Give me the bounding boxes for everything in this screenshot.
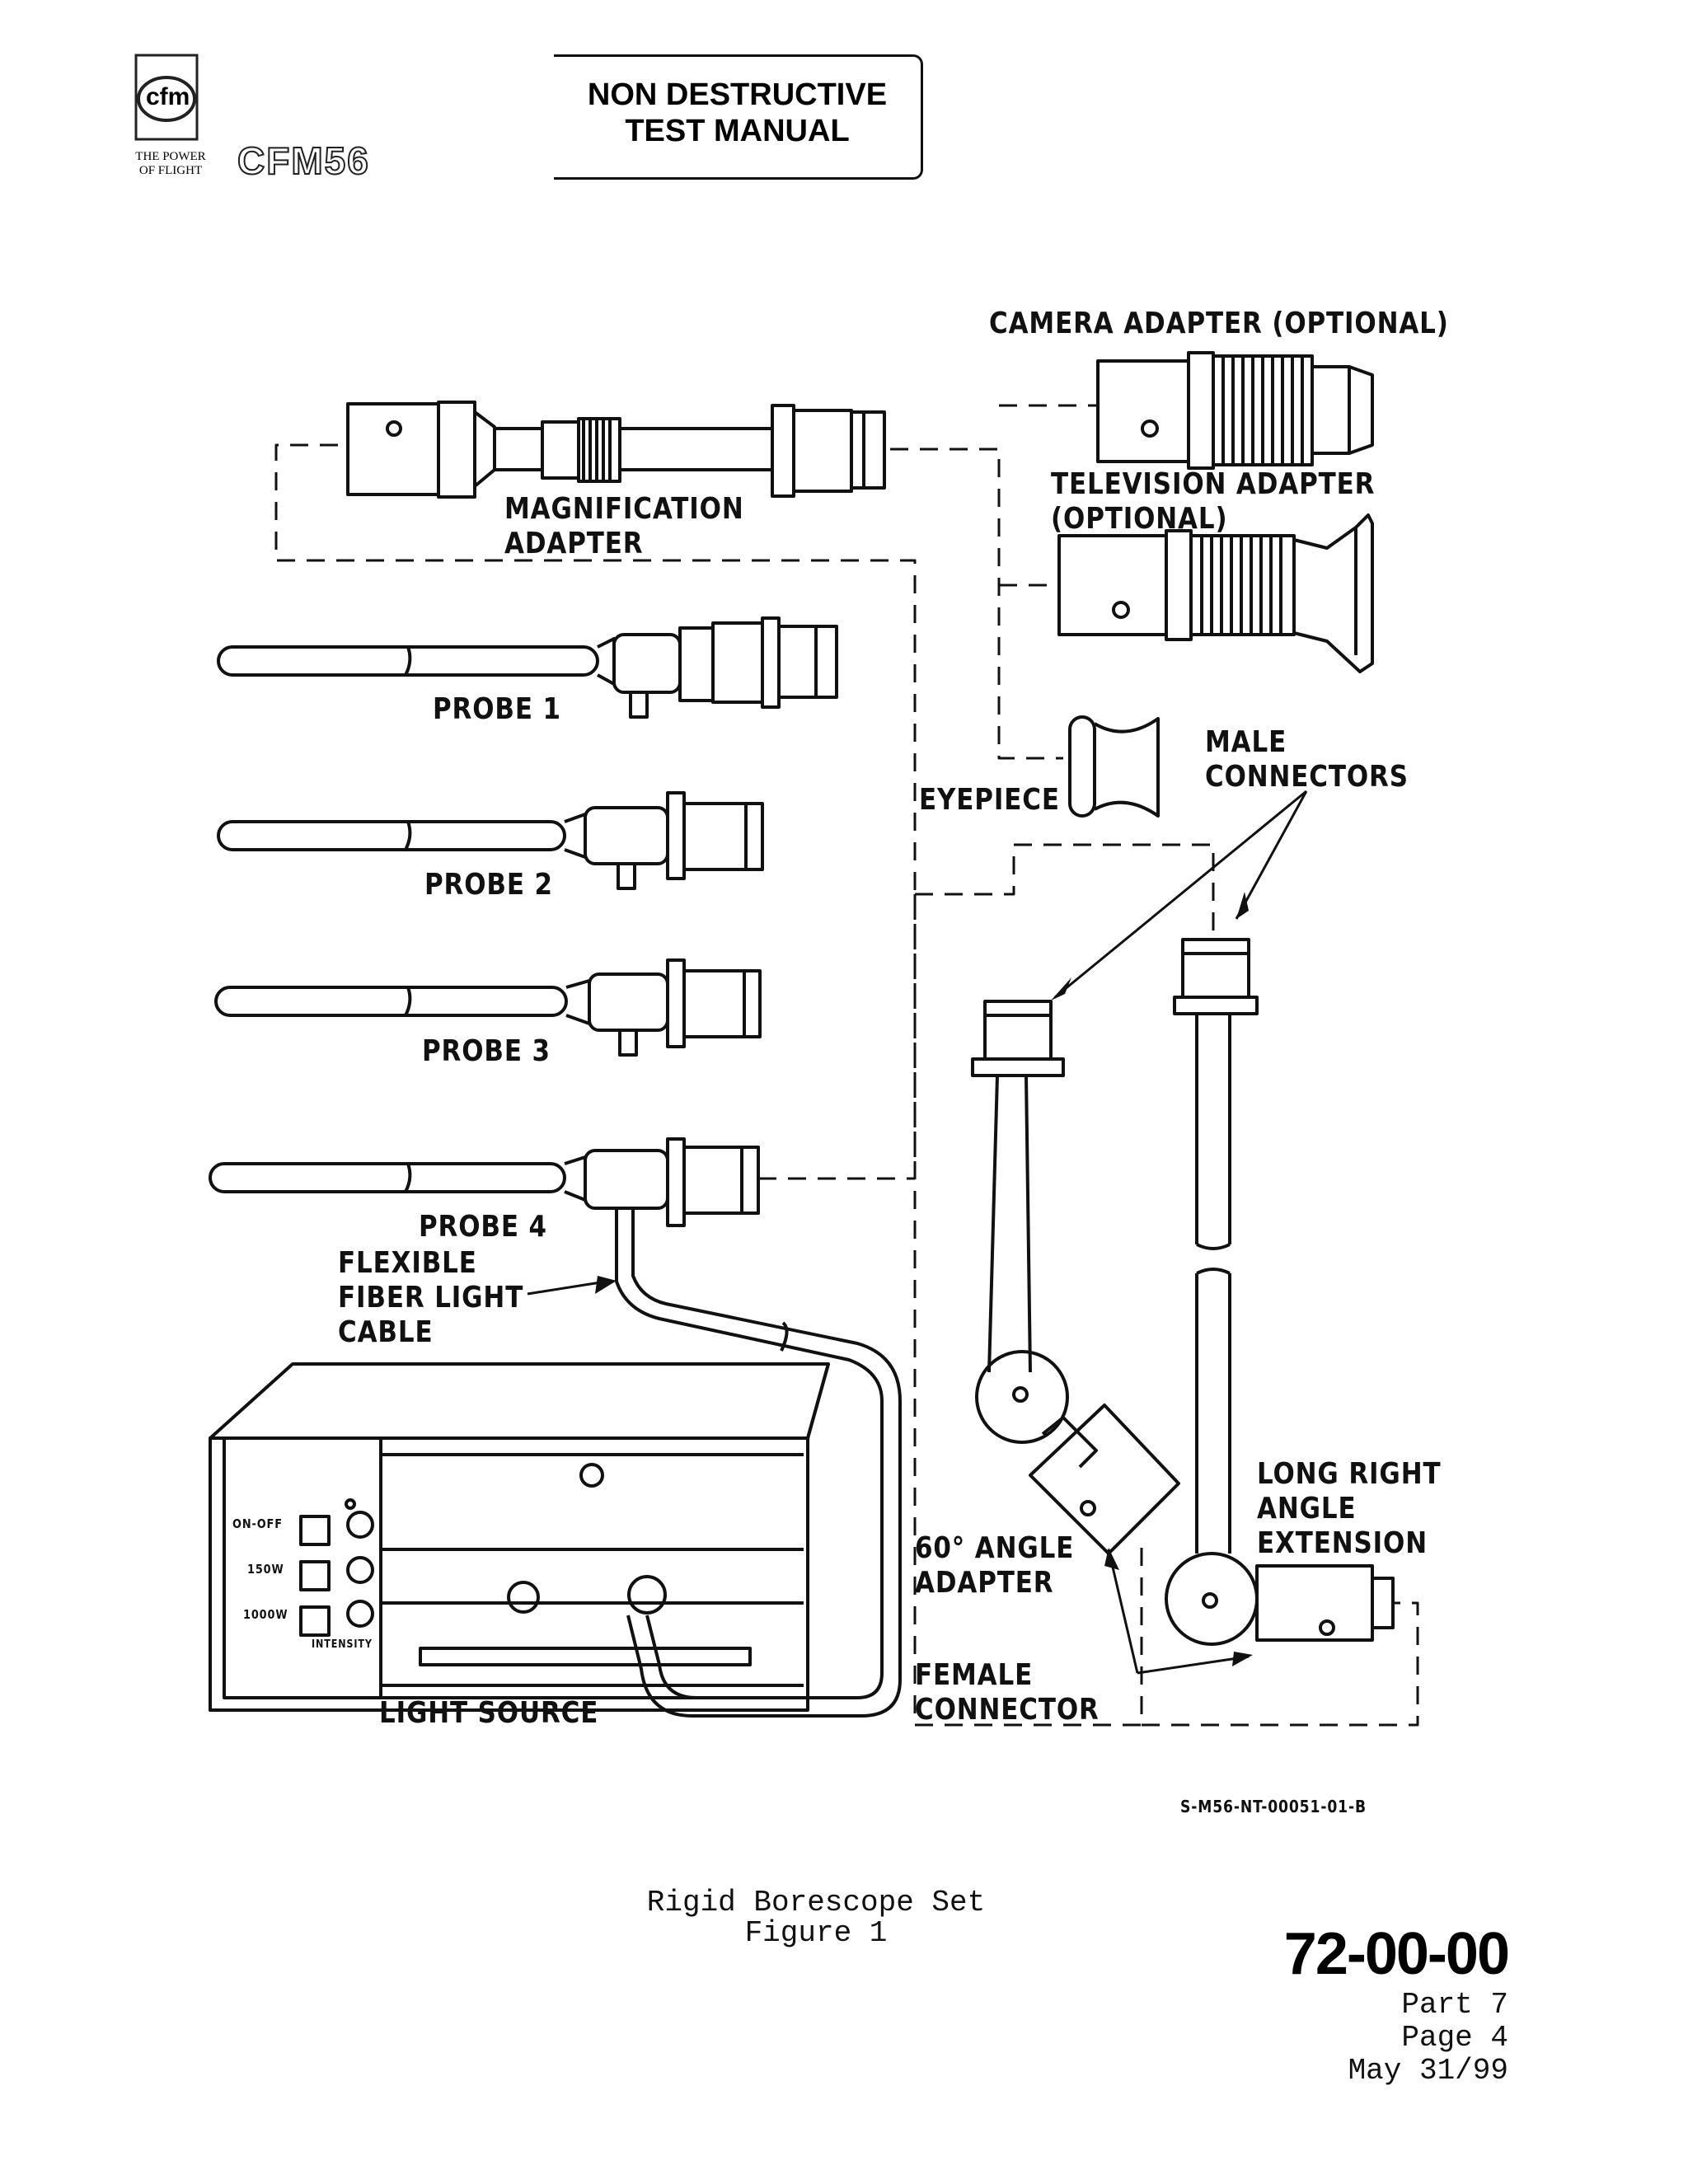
- label-male-connectors: MALE CONNECTORS: [1205, 725, 1409, 794]
- long-right-angle-extension: [1165, 938, 1395, 1646]
- footer-date: May 31/99: [1348, 2054, 1508, 2088]
- label-long-right-angle: LONG RIGHT ANGLE EXTENSION: [1257, 1457, 1442, 1560]
- connection-lines: [274, 404, 1419, 1727]
- footer-part: Part 7: [1401, 1988, 1508, 2022]
- figure-caption: Rigid Borescope Set: [646, 1886, 986, 1919]
- probe-1: [217, 616, 838, 719]
- label-probe-4: PROBE 4: [419, 1210, 547, 1244]
- camera-adapter: [1096, 351, 1374, 470]
- figure-number: Figure 1: [744, 1916, 888, 1950]
- panel-label-1000w: 1000W: [243, 1607, 288, 1622]
- panel-label-on-off: ON-OFF: [232, 1516, 283, 1531]
- label-magnification-adapter: MAGNIFICATION ADAPTER: [504, 492, 744, 560]
- label-flexible-cable: FLEXIBLE FIBER LIGHT CABLE: [338, 1246, 524, 1349]
- engine-wordmark: CFM56: [237, 138, 370, 183]
- light-source-box: [209, 1362, 830, 1712]
- label-probe-1: PROBE 1: [433, 692, 561, 726]
- panel-label-150w: 150W: [247, 1562, 284, 1577]
- section-number: 72-00-00: [1283, 1921, 1510, 1987]
- manual-title: NON DESTRUCTIVE TEST MANUAL: [587, 77, 888, 148]
- label-camera-adapter: CAMERA ADAPTER (OPTIONAL): [989, 307, 1449, 340]
- logo-tagline: THE POWER OF FLIGHT: [135, 150, 206, 177]
- probe-3: [214, 958, 762, 1057]
- label-female-connector: FEMALE CONNECTOR: [915, 1658, 1100, 1727]
- television-adapter: [1057, 513, 1374, 673]
- label-television-adapter: TELEVISION ADAPTER (OPTIONAL): [1051, 467, 1376, 536]
- drawing-id: S-M56-NT-00051-01-B: [1180, 1797, 1367, 1816]
- label-probe-2: PROBE 2: [424, 868, 553, 902]
- leader-arrows: [527, 790, 1308, 1675]
- fiber-cable: [615, 1208, 902, 1718]
- probe-4: [209, 1137, 760, 1227]
- panel-label-intensity: INTENSITY: [312, 1638, 373, 1651]
- probe-2: [217, 791, 764, 890]
- eyepiece: [1068, 715, 1160, 818]
- magnification-adapter: [346, 401, 886, 499]
- cfm-logo: cfm: [129, 54, 204, 144]
- footer-page: Page 4: [1401, 2021, 1508, 2055]
- label-light-source: LIGHT SOURCE: [379, 1696, 599, 1730]
- angle-adapter: [971, 1000, 1180, 1555]
- manual-title-box: NON DESTRUCTIVE TEST MANUAL: [554, 54, 923, 180]
- label-probe-3: PROBE 3: [422, 1034, 551, 1068]
- label-angle-adapter: 60° ANGLE ADAPTER: [915, 1531, 1075, 1600]
- logo-text: cfm: [146, 83, 190, 110]
- label-eyepiece: EYEPIECE: [919, 783, 1060, 817]
